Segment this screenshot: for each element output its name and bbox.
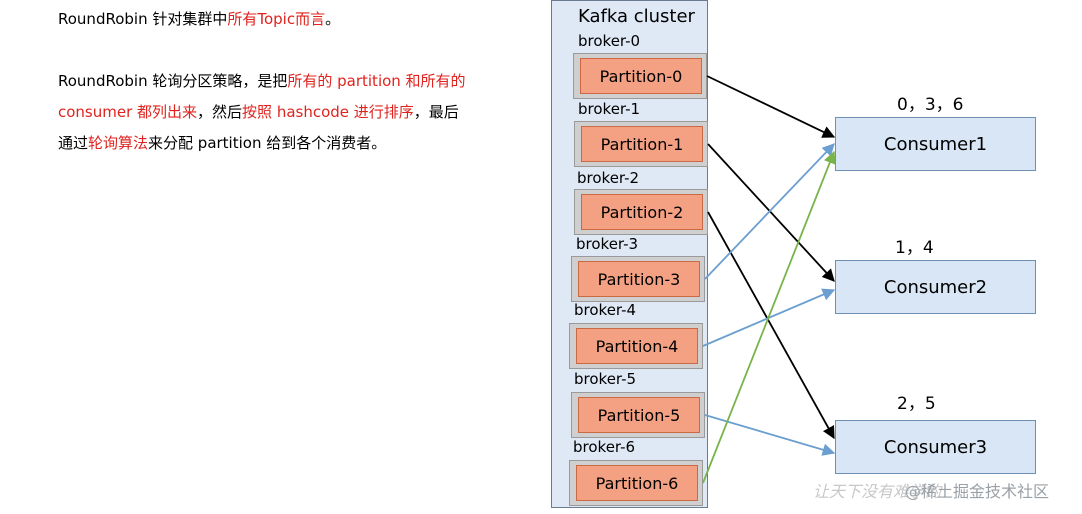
partition-box: Partition-1 <box>574 121 708 167</box>
text-segment: RoundRobin 轮询分区策略，是把 <box>58 72 288 90</box>
broker-label: broker-5 <box>574 370 637 388</box>
assigned-partitions: 0，3，6 <box>897 95 964 115</box>
highlighted-text: consumer 都列出来 <box>58 103 198 121</box>
watermark-art: 让天下没有难学的 <box>813 482 942 501</box>
consumer-box: Consumer3 <box>835 420 1036 474</box>
partition-box: Partition-2 <box>574 189 708 235</box>
text-segment: 。 <box>325 10 341 28</box>
highlighted-text: 所有的 partition 和所有的 <box>287 72 466 90</box>
assignment-arrow <box>707 143 835 282</box>
cluster-title: Kafka cluster <box>578 6 695 27</box>
assignment-arrow <box>704 143 835 280</box>
text-segment: ，最后 <box>413 103 459 121</box>
partition-label: Partition-3 <box>578 261 700 297</box>
highlighted-text: 所有Topic而言 <box>227 10 326 28</box>
partition-label: Partition-4 <box>576 328 698 364</box>
assignment-arrow <box>707 211 835 440</box>
broker-label: broker-6 <box>573 438 636 456</box>
highlighted-text: 轮询算法 <box>88 134 149 152</box>
partition-label: Partition-0 <box>580 58 702 94</box>
partition-box: Partition-5 <box>571 392 705 438</box>
assignment-arrow <box>704 414 836 456</box>
watermark: @稀土掘金技术社区 <box>905 482 1050 501</box>
partition-label: Partition-6 <box>576 465 698 501</box>
partition-box: Partition-4 <box>569 323 703 369</box>
broker-label: broker-3 <box>576 235 639 253</box>
partition-box: Partition-3 <box>571 256 705 302</box>
broker-label: broker-1 <box>578 100 641 118</box>
text-line: 通过轮询算法来分配 partition 给到各个消费者。 <box>58 128 466 159</box>
partition-box: Partition-0 <box>573 53 707 99</box>
text-segment: ，然后 <box>197 103 243 121</box>
consumer-box: Consumer2 <box>835 260 1036 314</box>
assigned-partitions: 1，4 <box>895 238 934 258</box>
partition-box: Partition-6 <box>569 460 703 506</box>
broker-label: broker-0 <box>578 32 641 50</box>
text-line: RoundRobin 轮询分区策略，是把所有的 partition 和所有的 <box>58 66 466 97</box>
text-segment: 来分配 partition 给到各个消费者。 <box>148 134 387 152</box>
text-segment: 通过 <box>58 134 89 152</box>
text-segment: RoundRobin 针对集群中 <box>58 10 228 28</box>
assigned-partitions: 2，5 <box>897 394 936 414</box>
highlighted-text: 按照 hashcode 进行排序 <box>242 103 414 121</box>
text-line: consumer 都列出来，然后按照 hashcode 进行排序，最后 <box>58 97 466 128</box>
partition-label: Partition-5 <box>578 397 700 433</box>
assignment-arrow <box>706 75 836 138</box>
assignment-arrow <box>702 150 836 484</box>
broker-label: broker-4 <box>574 301 637 319</box>
partition-label: Partition-2 <box>581 194 703 230</box>
broker-label: broker-2 <box>577 169 640 187</box>
partition-label: Partition-1 <box>581 126 703 162</box>
intro-text: RoundRobin 针对集群中所有Topic而言。 <box>58 4 340 35</box>
consumer-box: Consumer1 <box>835 117 1036 171</box>
